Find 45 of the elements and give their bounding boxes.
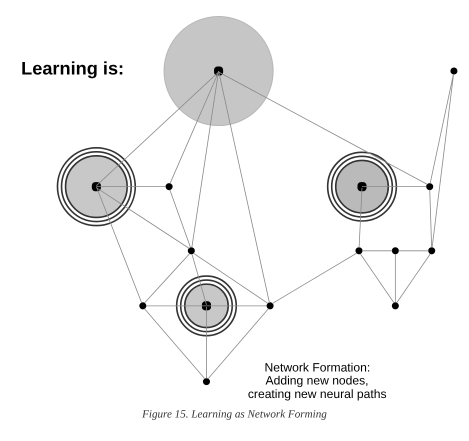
connector [431, 73, 454, 248]
connector [190, 70, 218, 248]
node-circle [354, 246, 362, 254]
connector [218, 70, 270, 303]
connector [168, 188, 190, 248]
node-circle [187, 246, 194, 254]
node-circle [426, 182, 433, 190]
connector [169, 71, 218, 184]
connector [394, 253, 396, 303]
connector [95, 186, 142, 303]
connector [429, 73, 454, 184]
connector [361, 250, 392, 251]
connector [271, 252, 357, 304]
connector [206, 304, 267, 306]
node-circle [391, 246, 398, 254]
connector [361, 186, 426, 187]
connector [358, 186, 362, 248]
connector [145, 304, 206, 306]
connector [428, 188, 432, 248]
connector [396, 253, 430, 303]
node-circle [391, 302, 398, 309]
connector [191, 253, 206, 305]
connector [207, 308, 268, 379]
node-circle [266, 302, 274, 309]
connector [360, 253, 394, 303]
node-circle [450, 66, 457, 74]
connector [95, 186, 190, 248]
connector [144, 252, 190, 303]
label: Network Formation: Adding new nodes, creating new neural paths [247, 360, 386, 400]
connector [192, 252, 268, 304]
node-target [175, 274, 237, 336]
node-target [326, 151, 397, 222]
node-circle [428, 246, 435, 254]
node-target [56, 146, 136, 226]
caption: Figure 15. Learning as Network Forming [142, 408, 326, 420]
label: Learning is: [20, 58, 124, 78]
connector [398, 250, 428, 251]
node-circle [202, 378, 210, 385]
connector [95, 71, 218, 186]
connector [218, 71, 428, 184]
connector [144, 308, 205, 379]
node-circle [165, 182, 172, 190]
connector [95, 186, 166, 187]
node-target [163, 15, 274, 126]
node-circle [138, 302, 146, 309]
